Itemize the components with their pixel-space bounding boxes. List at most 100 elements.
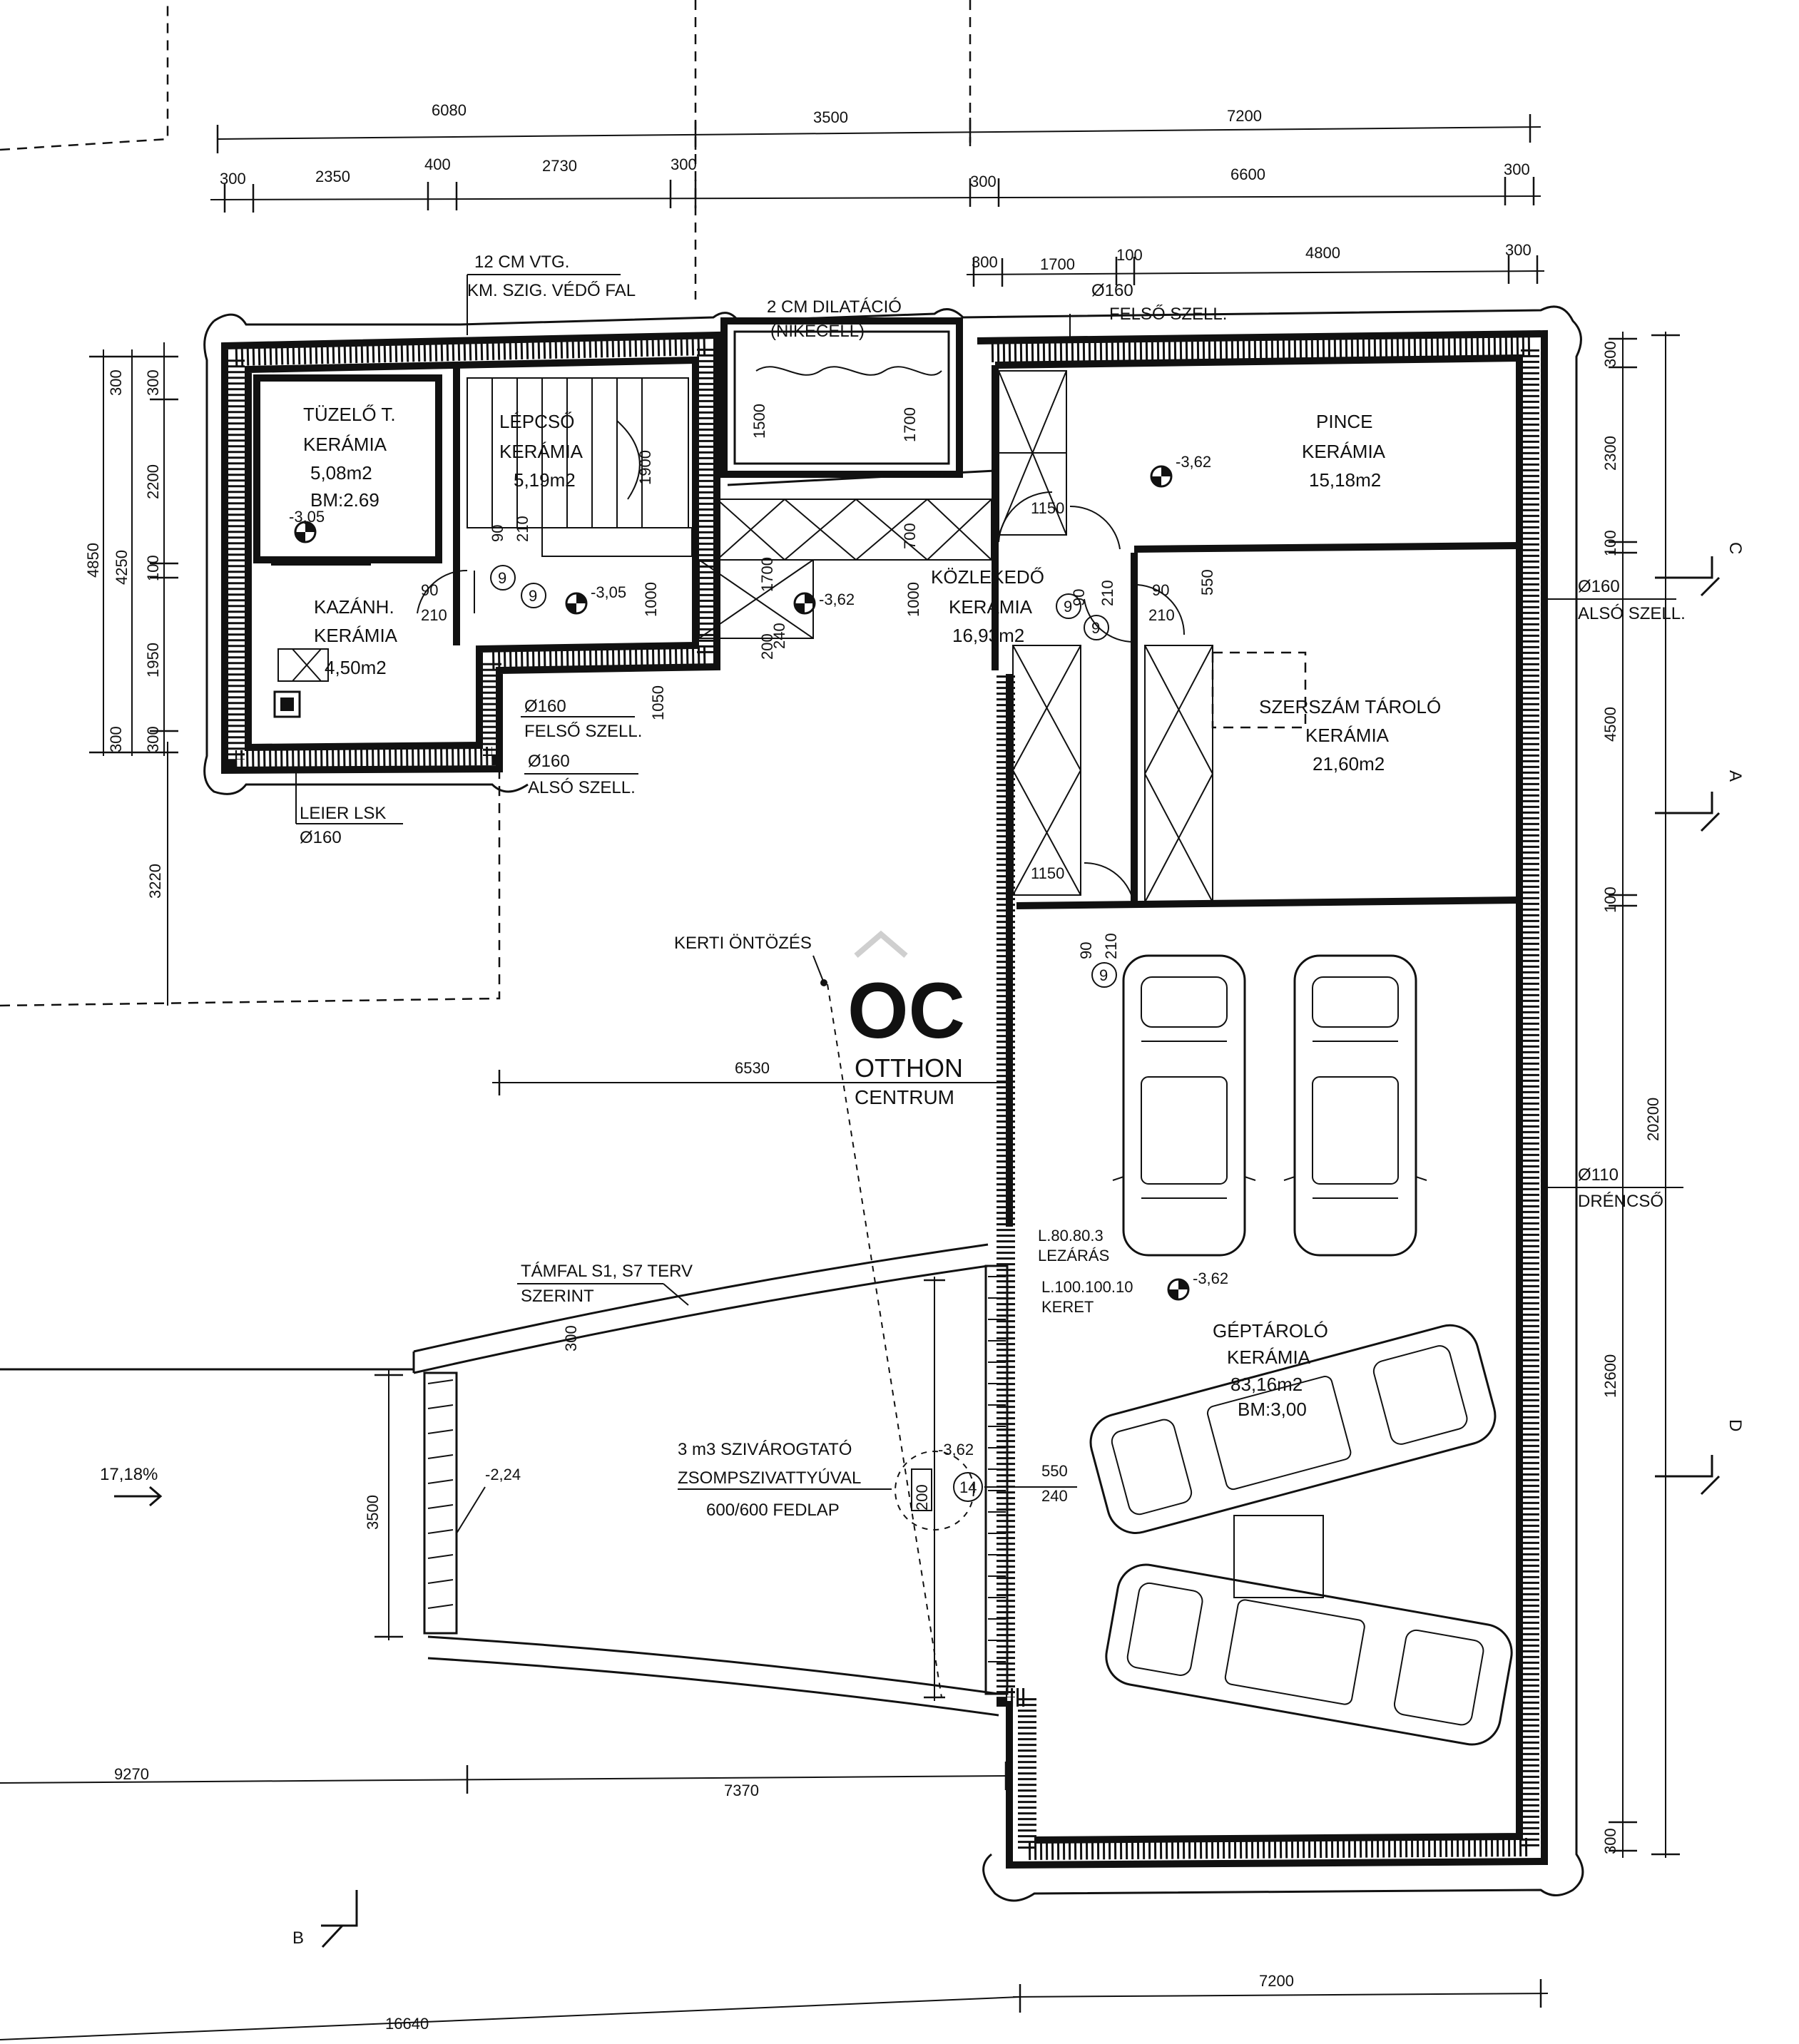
- level-zsomp: -3,62: [938, 1441, 974, 1458]
- note-nikecell: (NIKECELL): [770, 322, 865, 341]
- level-pince: -3,62: [1176, 453, 1211, 471]
- num-9-e: 9: [1099, 966, 1108, 984]
- note-d160a: Ø160: [1091, 281, 1133, 300]
- cars: [1089, 954, 1513, 1746]
- note-ziv2: ZSOMPSZIVATTYÚVAL: [678, 1468, 861, 1488]
- dim-left-a2: 100: [144, 555, 162, 581]
- note-dilat: 2 CM DILATÁCIÓ: [767, 297, 902, 317]
- watermark-line1: OTTHON: [855, 1053, 963, 1083]
- num-9-b: 9: [529, 587, 537, 605]
- dim-1000a: 1000: [642, 582, 660, 617]
- dim-3220: 3220: [146, 864, 164, 899]
- door-90-c: 90: [1070, 589, 1088, 606]
- section-d: D: [1726, 1419, 1745, 1431]
- level-kozlekedo: -3,62: [819, 591, 855, 608]
- section-markers: C A D B: [292, 542, 1745, 1948]
- level-tuzelo: -3,05: [289, 508, 325, 526]
- dim-left-a1: 2200: [144, 464, 162, 499]
- dim-240b: 240: [1041, 1487, 1068, 1505]
- dim-top2-2: 400: [424, 155, 451, 173]
- note-l80: L.80.80.3: [1038, 1227, 1104, 1245]
- door-90-a: 90: [489, 525, 506, 542]
- note-kerti: KERTI ÖNTÖZÉS: [674, 934, 812, 953]
- room-szerszam-name: SZERSZÁM TÁROLÓ: [1259, 696, 1441, 717]
- dim-right-4: 100: [1601, 886, 1619, 913]
- note-felso-a: FELSŐ SZELL.: [1109, 305, 1227, 324]
- chimney: [273, 648, 329, 718]
- dim-4850: 4850: [84, 543, 102, 578]
- door-210-d: 210: [1148, 606, 1175, 624]
- car-4: [1105, 1563, 1513, 1746]
- car-3: [1089, 1324, 1497, 1534]
- room-pince-name: PINCE: [1316, 411, 1372, 432]
- dim-240: 240: [770, 623, 788, 649]
- dim-550: 550: [1198, 569, 1216, 596]
- stair: [467, 377, 693, 557]
- note-felso-b: FELSŐ SZELL.: [524, 722, 642, 741]
- dim-3500: 3500: [813, 108, 848, 126]
- dim-7370: 7370: [724, 1782, 759, 1799]
- door-210-b: 210: [421, 606, 447, 624]
- room-kozlekedo-area: 16,93m2: [952, 625, 1024, 646]
- dim-1700b: 1700: [758, 557, 776, 592]
- door-90-b: 90: [421, 581, 438, 599]
- note-vtg: 12 CM VTG.: [474, 252, 569, 272]
- section-a: A: [1726, 770, 1745, 782]
- dim-top2-4: 300: [671, 155, 697, 173]
- note-d160d: Ø160: [528, 752, 570, 771]
- room-kozlekedo-name: KÖZLEKEDŐ: [931, 566, 1044, 588]
- car-1: [1112, 954, 1256, 1257]
- num-9-a: 9: [498, 569, 506, 587]
- storage-shelves: [698, 370, 1307, 903]
- dim-left-b0: 300: [144, 369, 162, 396]
- dim-left-a0: 300: [107, 369, 125, 396]
- dim-right-0: 300: [1601, 341, 1619, 367]
- room-szerszam-area: 21,60m2: [1313, 753, 1385, 775]
- room-kazan-name: KAZÁNH.: [314, 596, 394, 618]
- dim-7200b: 7200: [1259, 1972, 1294, 1990]
- dim-top2-0: 300: [220, 170, 246, 188]
- room-pince-area: 15,18m2: [1309, 469, 1381, 491]
- car-2: [1283, 954, 1427, 1257]
- dim-top2-5: 300: [970, 173, 997, 190]
- room-kazan-area: 4,50m2: [325, 657, 387, 678]
- note-also-d: ALSÓ SZELL.: [528, 778, 636, 797]
- note-ziv1: 3 m3 SZIVÁROGTATÓ: [678, 1440, 852, 1459]
- note-d160b: Ø160: [524, 697, 566, 716]
- room-kazan-floor: KERÁMIA: [314, 625, 398, 646]
- dim-16640: 16640: [385, 2015, 429, 2033]
- note-keret: KERET: [1041, 1298, 1094, 1316]
- level-markers: -3,05 -3,05 -3,62 -3,62 -3,62 -3,62 -2,2…: [289, 453, 1228, 1534]
- dim-left-a3: 1950: [144, 643, 162, 678]
- num-9-c: 9: [1064, 598, 1072, 615]
- dim-20200: 20200: [1644, 1098, 1662, 1141]
- room-szerszam-floor: KERÁMIA: [1305, 725, 1390, 746]
- dim-top2-1: 2350: [315, 168, 350, 185]
- dim-4250: 4250: [113, 550, 131, 585]
- note-lezaras: LEZÁRÁS: [1038, 1247, 1109, 1264]
- zsomp-label: 200: [913, 1484, 931, 1511]
- dim-1150b: 1150: [1031, 864, 1064, 882]
- note-tamfal: TÁMFAL S1, S7 TERV: [521, 1262, 693, 1281]
- dim-1700a: 1700: [901, 407, 919, 442]
- protective-wall-outline: [203, 305, 1584, 1902]
- dim-6530: 6530: [735, 1059, 770, 1077]
- doors: 90 210 90 210 90 210 90 210 90 210: [417, 491, 1186, 959]
- ramp: 200: [0, 1243, 1009, 1717]
- room-tuzelo-bm: BM:2.69: [310, 489, 379, 511]
- site-boundaries: [0, 0, 972, 1698]
- watermark: OC OTTHON CENTRUM: [847, 930, 965, 1108]
- room-tuzelo-name: TÜZELŐ T.: [303, 404, 396, 425]
- room-tuzelo-floor: KERÁMIA: [303, 434, 387, 455]
- section-c: C: [1726, 542, 1745, 554]
- note-also-c: ALSÓ SZELL.: [1578, 604, 1686, 623]
- dim-top3-0: 300: [972, 253, 998, 271]
- dim-top2-6: 6600: [1230, 165, 1265, 183]
- door-210-c: 210: [1099, 580, 1116, 606]
- room-labels: TÜZELŐ T. KERÁMIA 5,08m2 BM:2.69 LÉPCSŐ …: [303, 404, 1441, 1420]
- room-lepcso-floor: KERÁMIA: [499, 441, 583, 462]
- interior-dimensions: 1500 1700 1900 1000 1000 1700 700 200 10…: [364, 404, 1216, 1640]
- dilatation-box: [720, 317, 963, 478]
- note-d160c: Ø160: [1578, 577, 1620, 596]
- walls-right-block: [727, 329, 1548, 1869]
